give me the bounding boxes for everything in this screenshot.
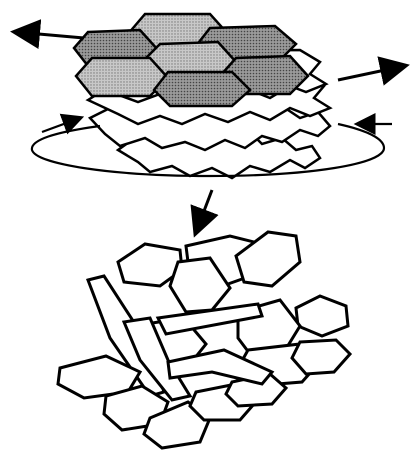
arrow-left-outward xyxy=(16,32,84,38)
crumpled-hexagon-sheets-icon xyxy=(58,232,350,448)
crumpled-hexagon xyxy=(296,296,348,336)
arrow-right-outward xyxy=(338,66,404,80)
crumpled-hexagon xyxy=(292,340,350,374)
down-arrow-icon xyxy=(196,190,212,232)
hexagon-cell xyxy=(154,72,250,106)
hexagon-sheet-top xyxy=(74,14,308,106)
